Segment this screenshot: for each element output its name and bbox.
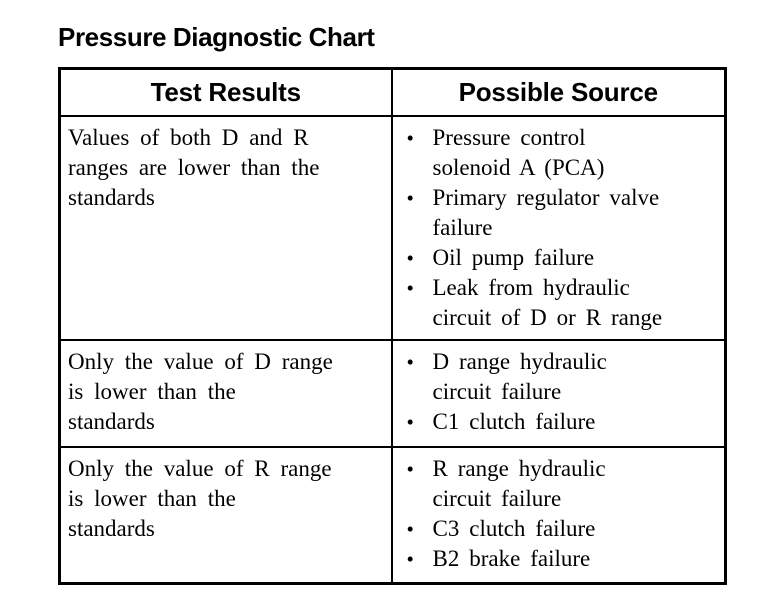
- possible-source-cell: • D range hydraulic circuit failure • C1…: [390, 339, 727, 448]
- test-result-cell: Only the value of D range is lower than …: [58, 339, 393, 448]
- column-header-test-results: Test Results: [58, 67, 393, 117]
- test-result-cell: Values of both D and R ranges are lower …: [58, 115, 393, 341]
- table-row: Only the value of R range is lower than …: [58, 446, 727, 584]
- list-item: • D range hydraulic circuit failure: [407, 347, 721, 407]
- table-header-row: Test Results Possible Source: [58, 67, 727, 117]
- list-item: • Leak from hydraulic circuit of D or R …: [407, 273, 721, 333]
- bullet-icon: •: [406, 410, 414, 434]
- bullet-icon: •: [406, 126, 414, 150]
- possible-source-text: D range hydraulic circuit failure: [432, 349, 607, 404]
- possible-source-list: • Pressure control solenoid A (PCA) • Pr…: [407, 123, 721, 333]
- pressure-diagnostic-table: Test Results Possible Source Values of b…: [58, 67, 727, 585]
- list-item: • Pressure control solenoid A (PCA): [407, 123, 721, 183]
- possible-source-text: Leak from hydraulic circuit of D or R ra…: [432, 275, 663, 330]
- list-item: • Primary regulator valve failure: [407, 183, 721, 243]
- possible-source-text: B2 brake failure: [432, 546, 591, 571]
- possible-source-text: R range hydraulic circuit failure: [432, 456, 606, 511]
- table-row: Only the value of D range is lower than …: [58, 339, 727, 448]
- possible-source-cell: • R range hydraulic circuit failure • C3…: [390, 446, 727, 584]
- possible-source-text: Primary regulator valve failure: [432, 185, 660, 240]
- list-item: • Oil pump failure: [407, 243, 721, 273]
- bullet-icon: •: [406, 276, 414, 300]
- possible-source-list: • D range hydraulic circuit failure • C1…: [407, 347, 721, 437]
- page-title: Pressure Diagnostic Chart: [58, 22, 375, 52]
- bullet-icon: •: [406, 186, 414, 210]
- list-item: • B2 brake failure: [407, 544, 721, 574]
- possible-source-text: C3 clutch failure: [432, 516, 596, 541]
- bullet-icon: •: [406, 517, 414, 541]
- column-header-possible-source: Possible Source: [390, 67, 727, 117]
- list-item: • C1 clutch failure: [407, 407, 721, 437]
- list-item: • R range hydraulic circuit failure: [407, 454, 721, 514]
- bullet-icon: •: [406, 246, 414, 270]
- possible-source-list: • R range hydraulic circuit failure • C3…: [407, 454, 721, 574]
- list-item: • C3 clutch failure: [407, 514, 721, 544]
- possible-source-text: Pressure control solenoid A (PCA): [432, 125, 605, 180]
- possible-source-text: C1 clutch failure: [432, 409, 596, 434]
- bullet-icon: •: [406, 457, 414, 481]
- bullet-icon: •: [406, 547, 414, 571]
- possible-source-cell: • Pressure control solenoid A (PCA) • Pr…: [390, 115, 727, 341]
- test-result-cell: Only the value of R range is lower than …: [58, 446, 393, 584]
- table-row: Values of both D and R ranges are lower …: [58, 115, 727, 341]
- possible-source-text: Oil pump failure: [432, 245, 595, 270]
- bullet-icon: •: [406, 350, 414, 374]
